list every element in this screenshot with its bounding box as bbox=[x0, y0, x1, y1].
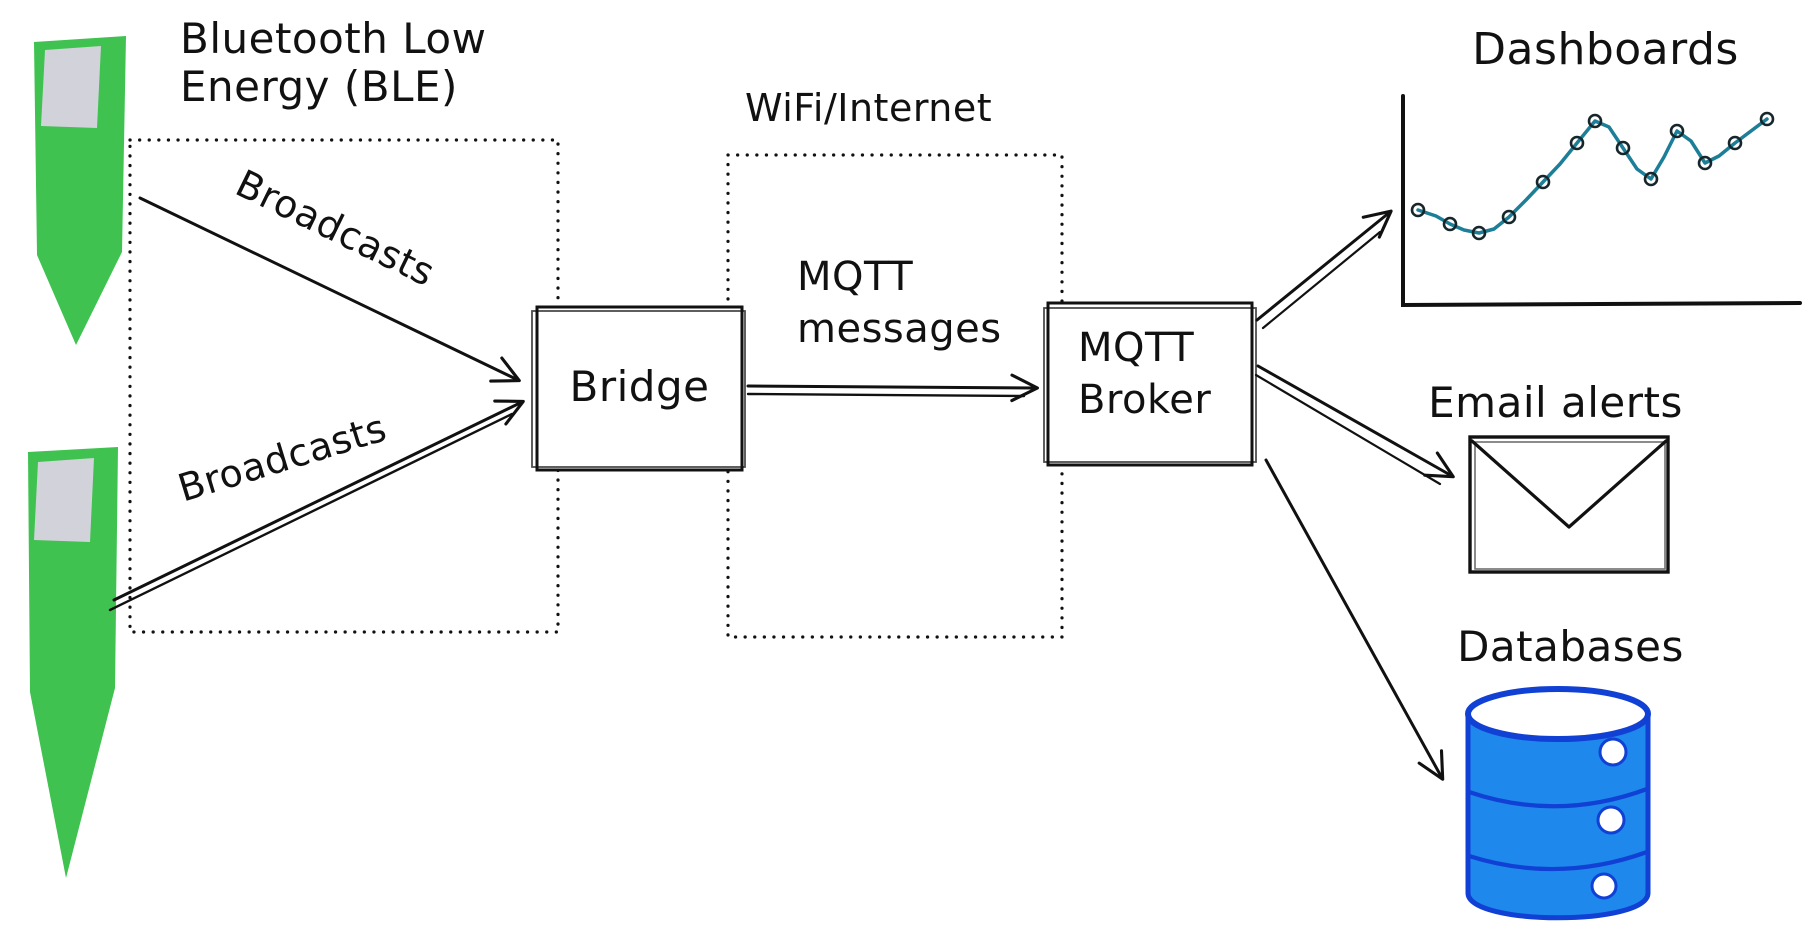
broker-box bbox=[1043, 301, 1257, 467]
arrow-to-email-line2 bbox=[1254, 373, 1442, 486]
email-alerts-title: Email alerts bbox=[1428, 378, 1683, 427]
chart-line bbox=[1416, 117, 1769, 235]
chart-data-points bbox=[1410, 111, 1775, 241]
beacon-bottom-body bbox=[28, 447, 118, 878]
arrow-to-dashboards-line1 bbox=[1255, 209, 1393, 322]
dashboards-title: Dashboards bbox=[1472, 24, 1739, 75]
bridge-label: Bridge bbox=[569, 362, 710, 411]
beacon-bottom-screen bbox=[34, 458, 94, 542]
databases-title: Databases bbox=[1457, 622, 1684, 671]
database-top-ellipse bbox=[1465, 686, 1651, 742]
broadcast-arrow-bottom-line2 bbox=[108, 412, 514, 612]
broker-label-line2: Broker bbox=[1078, 377, 1212, 423]
database-band-2 bbox=[1466, 849, 1650, 872]
bridge-box-rect bbox=[535, 305, 744, 472]
bridge-box bbox=[531, 305, 746, 472]
broadcast-arrow-bottom-line1 bbox=[112, 399, 525, 602]
arrow-to-email bbox=[1254, 364, 1455, 486]
ble-zone-box bbox=[128, 138, 560, 634]
broadcast-arrow-top bbox=[138, 196, 521, 383]
envelope-icon bbox=[1468, 435, 1670, 574]
arrow-to-dashboards bbox=[1255, 209, 1393, 330]
mqtt-arrow bbox=[746, 373, 1039, 403]
wifi-zone-label: WiFi/Internet bbox=[745, 86, 993, 130]
arrow-to-dashboards-line2 bbox=[1261, 230, 1382, 330]
mqtt-arrow-line1 bbox=[746, 373, 1039, 403]
broker-box-rect-sketch bbox=[1043, 307, 1257, 463]
mqtt-messages-label-line1: MQTT bbox=[797, 254, 914, 300]
database-band-1 bbox=[1466, 786, 1650, 809]
arrow-to-email-line1 bbox=[1256, 364, 1455, 479]
broker-box-rect bbox=[1046, 301, 1254, 467]
beacon-bottom-icon bbox=[28, 447, 118, 878]
database-hole-dots bbox=[1590, 737, 1628, 900]
broker-label-line1: MQTT bbox=[1078, 325, 1195, 371]
envelope-flap bbox=[1470, 439, 1668, 529]
broadcast-arrow-bottom bbox=[108, 399, 525, 612]
beacon-top-screen bbox=[41, 46, 101, 128]
envelope-body-sketch bbox=[1474, 441, 1666, 570]
database-cylinder-icon bbox=[1465, 686, 1651, 921]
bridge-box-rect-sketch bbox=[531, 310, 746, 468]
ble-zone-label-line1: Bluetooth Low bbox=[180, 14, 487, 63]
arrow-to-databases bbox=[1264, 458, 1445, 781]
beacon-top-icon bbox=[34, 36, 126, 345]
line-chart-icon bbox=[1401, 94, 1802, 308]
envelope-body bbox=[1468, 435, 1670, 574]
ble-zone-label-line2: Energy (BLE) bbox=[180, 62, 458, 111]
mqtt-arrow-line2 bbox=[746, 392, 1026, 398]
mqtt-messages-label-line2: messages bbox=[797, 306, 1002, 352]
chart-axes bbox=[1401, 94, 1802, 308]
